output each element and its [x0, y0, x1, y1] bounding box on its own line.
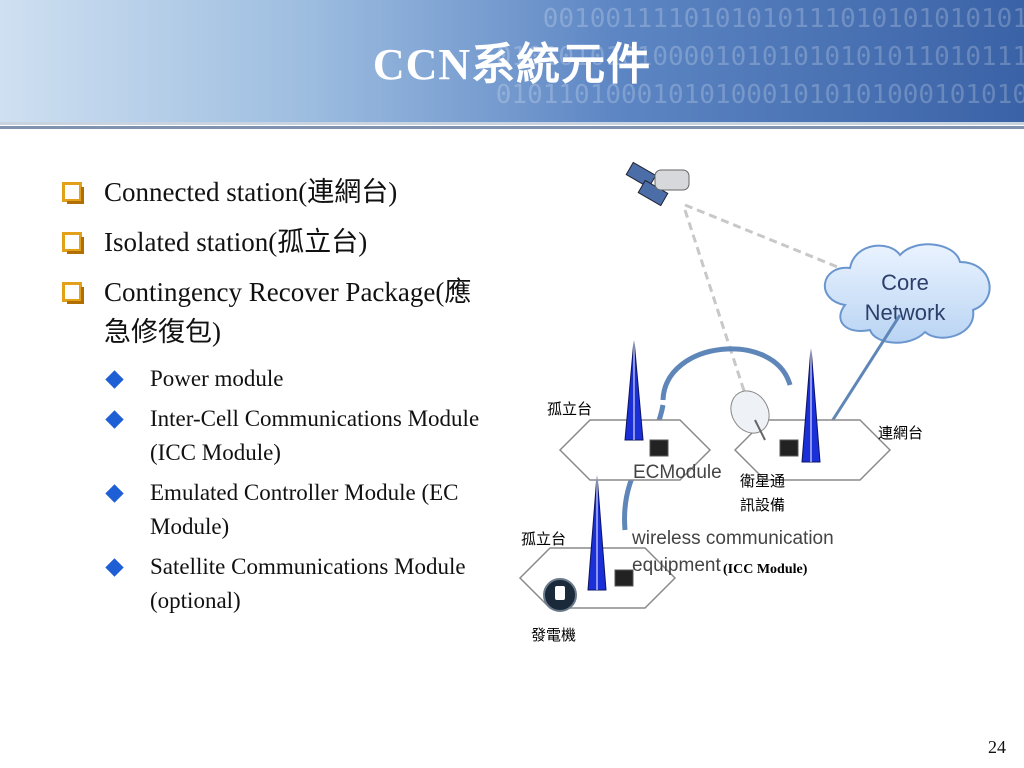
bullet-isolated-station: Isolated station(孤立台) [62, 222, 492, 262]
icc-device-icon [779, 439, 799, 457]
network-diagram: Core Network [515, 150, 1015, 660]
generator-label: 發電機 [531, 626, 577, 644]
ec-module-label: ECModule [633, 462, 722, 483]
checkbox-bullet-icon [62, 232, 84, 254]
bullet-text: Isolated station(孤立台) [104, 227, 368, 257]
wireless-equipment-label-line1: wireless communication [632, 528, 834, 549]
generator-plug-icon [543, 578, 577, 612]
tower-icon-isolated-bottom [587, 474, 607, 591]
header-rule [0, 122, 1024, 125]
satellite-link-to-core [684, 203, 846, 272]
binary-pattern-decoration: 0010011110101010111010101010101 01010101… [495, 4, 1024, 110]
bullet-list: Connected station(連網台) Isolated station(… [62, 172, 492, 624]
satellite-icon [625, 161, 690, 207]
sub-bullet-text: Inter-Cell Communications Module (ICC Mo… [150, 406, 480, 465]
icc-device-icon-bottom [614, 569, 634, 587]
isolated-station-top-label: 孤立台 [547, 400, 593, 418]
checkbox-bullet-icon [62, 182, 84, 204]
diamond-bullet-icon [105, 484, 124, 503]
sub-bullet-satellite-module: Satellite Communications Module (optiona… [62, 550, 492, 618]
checkbox-bullet-icon [62, 282, 84, 304]
sub-bullet-icc-module: Inter-Cell Communications Module (ICC Mo… [62, 402, 492, 470]
page-number: 24 [988, 737, 1006, 757]
sub-bullet-ec-module: Emulated Controller Module (EC Module) [62, 476, 492, 544]
core-network-cloud-icon [824, 243, 991, 344]
tower-icon-isolated-top [624, 339, 644, 441]
ec-module-device-icon [649, 439, 669, 457]
isolated-station-top-cell [558, 419, 712, 481]
slide-title: CCN系統元件 [372, 40, 652, 89]
bullet-connected-station: Connected station(連網台) [62, 172, 492, 212]
tower-icon-connected [801, 347, 821, 463]
bullet-text: Connected station(連網台) [104, 177, 398, 207]
network-diagram-svg: Core Network [518, 161, 991, 612]
satellite-link-to-dish [683, 209, 749, 401]
isolated-station-bottom-label: 孤立台 [521, 530, 567, 548]
wireless-link-arc [660, 346, 793, 401]
bullet-text: Contingency Recover Package(應急修復包) [104, 277, 472, 347]
diamond-bullet-icon [105, 558, 124, 577]
header-rule-shadow [0, 126, 1024, 129]
wireless-equipment-label-line2: equipment [632, 555, 721, 576]
icc-module-label: (ICC Module) [723, 562, 808, 577]
core-network-label-line1: Core [881, 270, 929, 295]
sub-bullet-text: Power module [150, 366, 284, 391]
satellite-dish-icon [730, 390, 770, 441]
connected-to-core-link [818, 314, 902, 441]
connected-station-label: 連網台 [878, 424, 924, 442]
sub-bullet-power-module: Power module [62, 362, 492, 396]
diamond-bullet-icon [105, 370, 124, 389]
core-network-label-line2: Network [865, 300, 947, 325]
diamond-bullet-icon [105, 410, 124, 429]
satellite-equipment-label-line1: 衛星通 [740, 472, 786, 490]
sub-bullet-text: Satellite Communications Module (optiona… [150, 554, 466, 613]
bullet-contingency-package: Contingency Recover Package(應急修復包) [62, 272, 492, 352]
sub-bullet-text: Emulated Controller Module (EC Module) [150, 480, 459, 539]
satellite-equipment-label-line2: 訊設備 [740, 496, 786, 514]
title-banner: 0010011110101010111010101010101 01010101… [0, 0, 1024, 122]
